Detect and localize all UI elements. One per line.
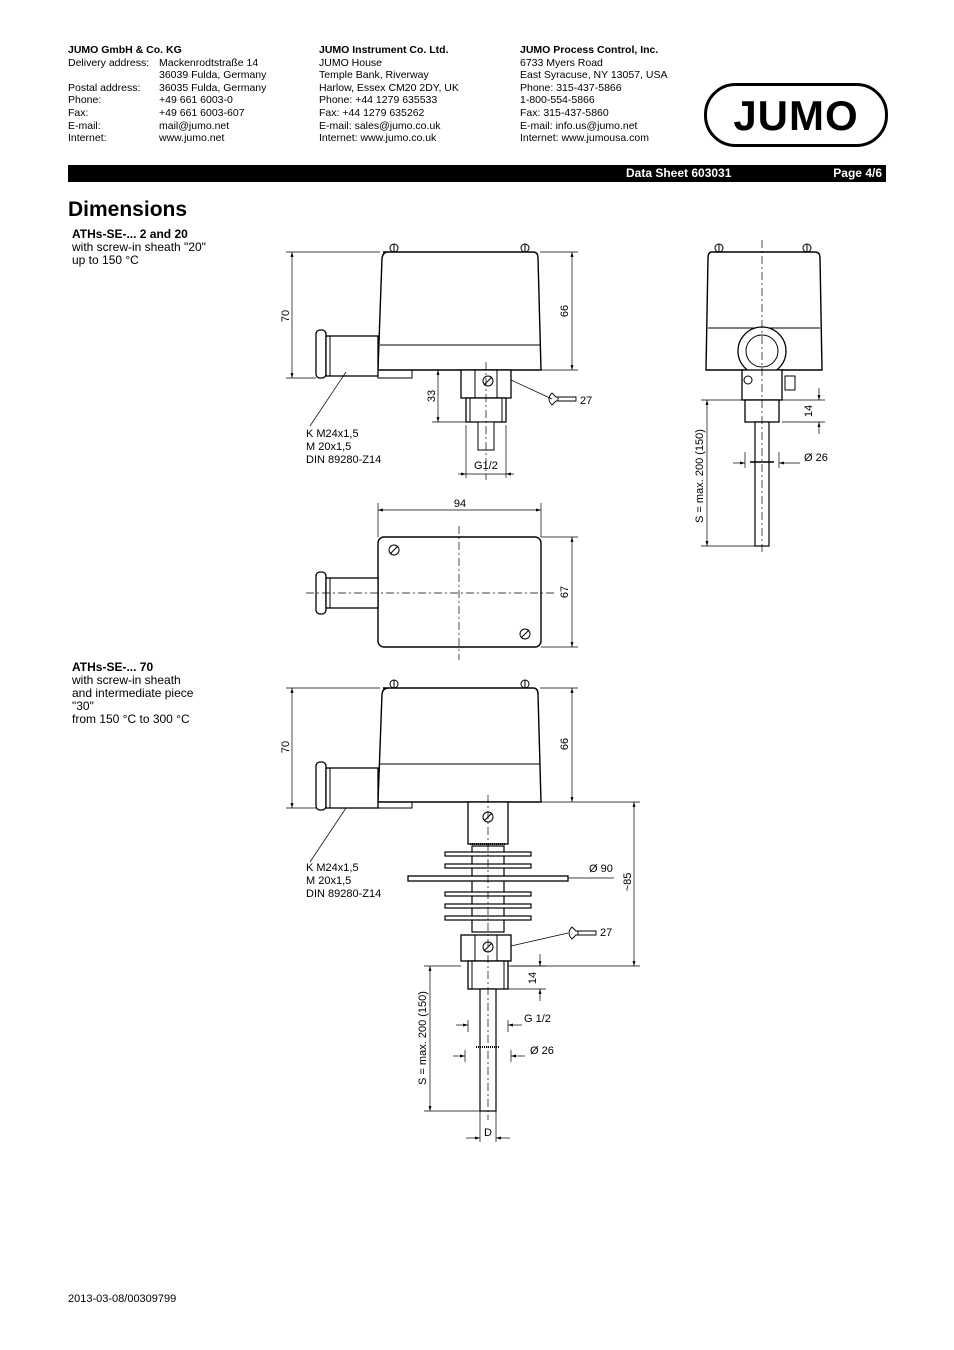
address-line: Fax: 315-437-5860 — [520, 106, 609, 119]
dim-fin-90: Ø 90 — [589, 863, 613, 875]
dim-width-94: 94 — [454, 498, 466, 510]
front-view-1 — [286, 243, 578, 480]
variant-title: ATHs-SE-... 70 — [72, 660, 154, 674]
dim-thread: G1/2 — [474, 460, 498, 472]
address-line: Harlow, Essex CM20 2DY, UK — [319, 81, 459, 94]
jumo-logo: JUMO — [704, 83, 888, 147]
address-label: Phone: — [68, 94, 102, 107]
address-line: Phone: 315-437-5866 — [520, 81, 622, 94]
address-line: JUMO House — [319, 56, 383, 69]
cable-gland-spec: K M24x1,5 — [306, 862, 359, 874]
data-sheet-label: Data Sheet 603031 — [626, 166, 732, 180]
address-label: Postal address: — [68, 81, 141, 94]
dim-wrench-27: 27 — [580, 395, 592, 407]
address-label: E-mail: — [68, 119, 101, 132]
address-jumo-uk: JUMO Instrument Co. Ltd. JUMO House Temp… — [319, 44, 459, 145]
header-bar: Data Sheet 603031 Page 4/6 — [68, 165, 886, 182]
dim-side-S: S = max. 200 (150) — [694, 429, 706, 523]
dim-height-70: 70 — [280, 310, 292, 322]
address-line: Phone: +44 1279 635533 — [319, 94, 438, 107]
dim-height-85: ~85 — [622, 873, 634, 892]
variant1-caption: ATHs-SE-... 2 and 20 with screw-in sheat… — [72, 228, 206, 267]
dim-length-S: S = max. 200 (150) — [417, 991, 429, 1085]
dim-side-26: Ø 26 — [804, 452, 828, 464]
address-line: 6733 Myers Road — [520, 56, 603, 69]
dim-height-66: 66 — [559, 305, 571, 317]
dim-height-14: 14 — [527, 972, 539, 984]
dim-depth-67: 67 — [559, 586, 571, 598]
address-line: E-mail: sales@jumo.co.uk — [319, 119, 441, 132]
dim-side-14: 14 — [803, 405, 815, 417]
address-value: www.jumo.net — [159, 132, 225, 145]
address-jumo-usa: JUMO Process Control, Inc. 6733 Myers Ro… — [520, 44, 667, 145]
cable-gland-spec: K M24x1,5 — [306, 428, 359, 440]
variant-desc: with screw-in sheath — [72, 673, 181, 687]
address-value: 36035 Fulda, Germany — [159, 81, 267, 94]
address-line: E-mail: info.us@jumo.net — [520, 119, 638, 132]
dim-thread: G 1/2 — [524, 1013, 551, 1025]
address-line: Temple Bank, Riverway — [319, 69, 429, 82]
cable-gland-spec: DIN 89280-Z14 — [306, 454, 381, 466]
top-view-1 — [306, 503, 578, 660]
company-name: JUMO Instrument Co. Ltd. — [319, 44, 449, 56]
variant-desc: with screw-in sheath "20" — [72, 240, 206, 254]
dim-diameter-26: Ø 26 — [530, 1045, 554, 1057]
address-label: Delivery address: — [68, 56, 150, 69]
address-value: mail@jumo.net — [159, 119, 230, 132]
address-line: Fax: +44 1279 635262 — [319, 106, 425, 119]
company-name: JUMO GmbH & Co. KG — [68, 44, 182, 56]
address-label: Internet: — [68, 132, 107, 145]
cable-gland-spec: M 20x1,5 — [306, 875, 351, 887]
dim-wrench-27: 27 — [600, 927, 612, 939]
cable-gland-spec: M 20x1,5 — [306, 441, 351, 453]
dim-height-33: 33 — [426, 390, 438, 402]
address-line: Internet: www.jumo.co.uk — [319, 132, 437, 145]
side-view-1 — [701, 240, 825, 555]
dim-diameter-D: D — [484, 1127, 492, 1139]
variant-desc: from 150 °C to 300 °C — [72, 712, 190, 726]
address-jumo-germany: JUMO GmbH & Co. KG Delivery address: Mack… — [68, 44, 266, 145]
variant-title: ATHs-SE-... 2 and 20 — [72, 227, 188, 241]
address-value: Mackenrodtstraße 14 — [159, 56, 259, 69]
variant-desc: and intermediate piece — [72, 686, 194, 700]
cable-gland-spec: DIN 89280-Z14 — [306, 888, 381, 900]
variant2-caption: ATHs-SE-... 70 with screw-in sheath and … — [72, 661, 193, 726]
page-number: Page 4/6 — [833, 166, 882, 180]
address-line: 1-800-554-5866 — [520, 94, 595, 107]
address-value: +49 661 6003-607 — [159, 106, 245, 119]
section-title: Dimensions — [68, 198, 188, 221]
address-label: Fax: — [68, 106, 89, 119]
company-name: JUMO Process Control, Inc. — [520, 44, 659, 56]
address-line: East Syracuse, NY 13057, USA — [520, 69, 668, 82]
address-line: Internet: www.jumousa.com — [520, 132, 649, 145]
logo-text: JUMO — [733, 92, 858, 139]
front-view-2 — [286, 679, 640, 1142]
variant-desc: up to 150 °C — [72, 253, 139, 267]
dim-height-66: 66 — [559, 738, 571, 750]
address-value: 36039 Fulda, Germany — [159, 69, 267, 82]
footer-doc-id: 2013-03-08/00309799 — [68, 1293, 177, 1305]
dim-height-70: 70 — [280, 741, 292, 753]
variant-desc: "30" — [72, 699, 94, 713]
address-value: +49 661 6003-0 — [159, 94, 233, 107]
